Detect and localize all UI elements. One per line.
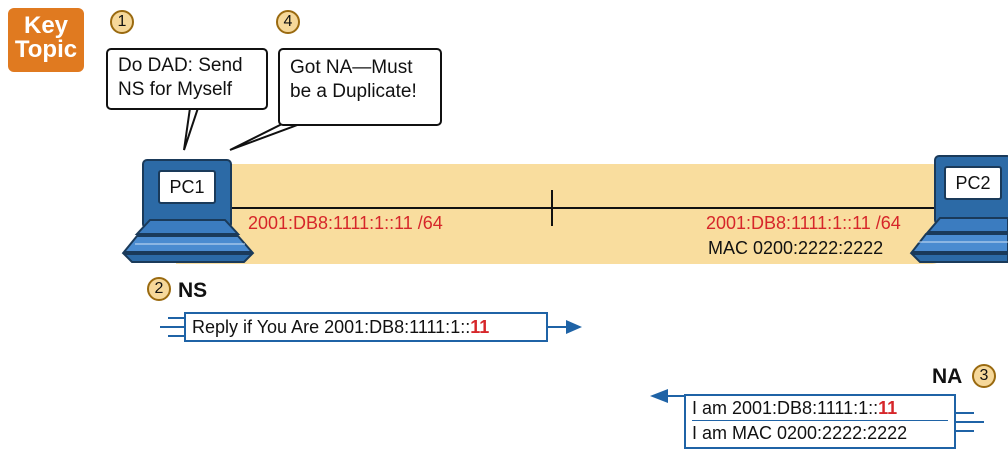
step-3-marker: 3 xyxy=(972,364,996,388)
bubble-right-tail xyxy=(229,123,301,151)
na-line-2: I am MAC 0200:2222:2222 xyxy=(692,423,908,443)
pc2-mac-address: MAC 0200:2222:2222 xyxy=(708,238,884,258)
bubble-left-line1: Do DAD: Send xyxy=(118,55,243,76)
key-topic-badge: Key Topic xyxy=(8,8,84,72)
ns-message-box: Reply if You Are 2001:DB8:1111:1::11 xyxy=(184,312,548,342)
bubble-right-line1: Got NA—Must xyxy=(290,57,413,78)
ns-title: NS xyxy=(178,279,208,302)
bubble-right-line2: be a Duplicate! xyxy=(290,81,417,102)
ns-arrow xyxy=(160,317,582,337)
pc2-ipv6-address: 2001:DB8:1111:1::11 /64 xyxy=(706,213,901,233)
na-title: NA xyxy=(932,365,963,388)
key-topic-line1: Key xyxy=(23,12,69,39)
na-arrow xyxy=(650,389,984,432)
na-line1-text: I am 2001:DB8:1111:1:: xyxy=(692,398,879,418)
pc1-label: PC1 xyxy=(158,170,216,204)
step-2-marker: 2 xyxy=(147,277,171,301)
ns-text: Reply if You Are 2001:DB8:1111:1:: xyxy=(192,317,471,337)
lan-segment-highlight xyxy=(176,164,946,264)
step-1-marker: 1 xyxy=(110,10,134,34)
bubble-left-line2: NS for Myself xyxy=(118,79,233,100)
na-message-box: I am 2001:DB8:1111:1::11 I am MAC 0200:2… xyxy=(684,394,956,449)
pc1-result-bubble: Got NA—Must be a Duplicate! xyxy=(278,48,442,126)
bubble-left-tail xyxy=(183,107,200,151)
na-line1-host-id: 11 xyxy=(878,398,898,418)
pc2-label: PC2 xyxy=(944,166,1002,200)
step-4-marker: 4 xyxy=(276,10,300,34)
pc1-thought-bubble: Do DAD: Send NS for Myself xyxy=(106,48,268,110)
ns-text-host-id: 11 xyxy=(470,317,490,337)
na-line-1: I am 2001:DB8:1111:1::11 xyxy=(692,396,948,421)
pc1-ipv6-address: 2001:DB8:1111:1::11 /64 xyxy=(248,213,443,233)
key-topic-line2: Topic xyxy=(14,36,78,63)
